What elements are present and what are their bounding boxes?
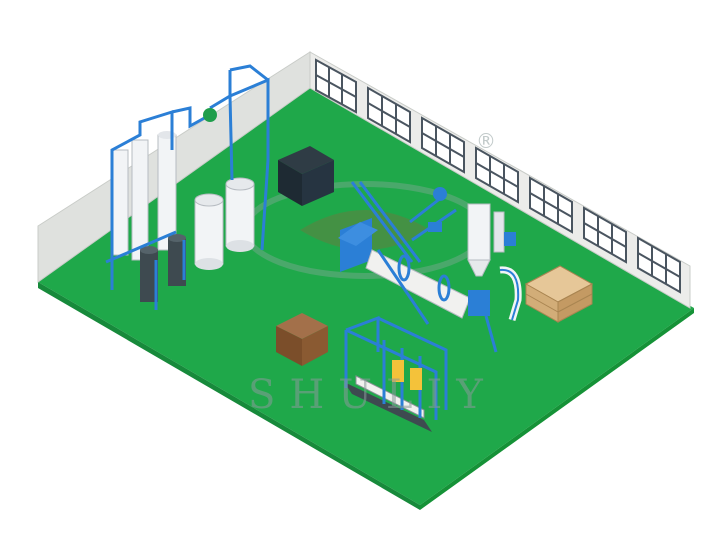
rotary-dryer bbox=[338, 218, 522, 353]
white-silo bbox=[225, 183, 255, 247]
cyclone-silo-group bbox=[105, 64, 270, 310]
inclined-conveyors bbox=[350, 181, 457, 325]
window bbox=[637, 236, 681, 294]
watermark-text: SHULIY bbox=[248, 372, 497, 418]
fan-motor-icon bbox=[203, 108, 217, 122]
dark-tank bbox=[140, 250, 158, 302]
window bbox=[315, 58, 357, 114]
window bbox=[421, 116, 465, 174]
cyclone-tower bbox=[467, 203, 516, 277]
wood-pallet-stack bbox=[524, 265, 594, 323]
crusher-machine bbox=[428, 187, 447, 232]
dark-tank bbox=[168, 238, 186, 286]
dark-material-crate bbox=[278, 146, 334, 206]
floor-edge bbox=[38, 282, 420, 510]
white-silo bbox=[194, 199, 224, 265]
brown-material-crate bbox=[276, 313, 328, 366]
floor-edge-right bbox=[420, 308, 694, 510]
window bbox=[367, 86, 411, 144]
window bbox=[583, 206, 627, 264]
watermark-registered-mark: ® bbox=[476, 129, 496, 153]
wall-windows bbox=[315, 58, 681, 294]
factory-floor bbox=[38, 88, 694, 505]
window bbox=[529, 176, 573, 234]
briquette-extruder bbox=[344, 315, 448, 432]
window bbox=[475, 146, 519, 204]
